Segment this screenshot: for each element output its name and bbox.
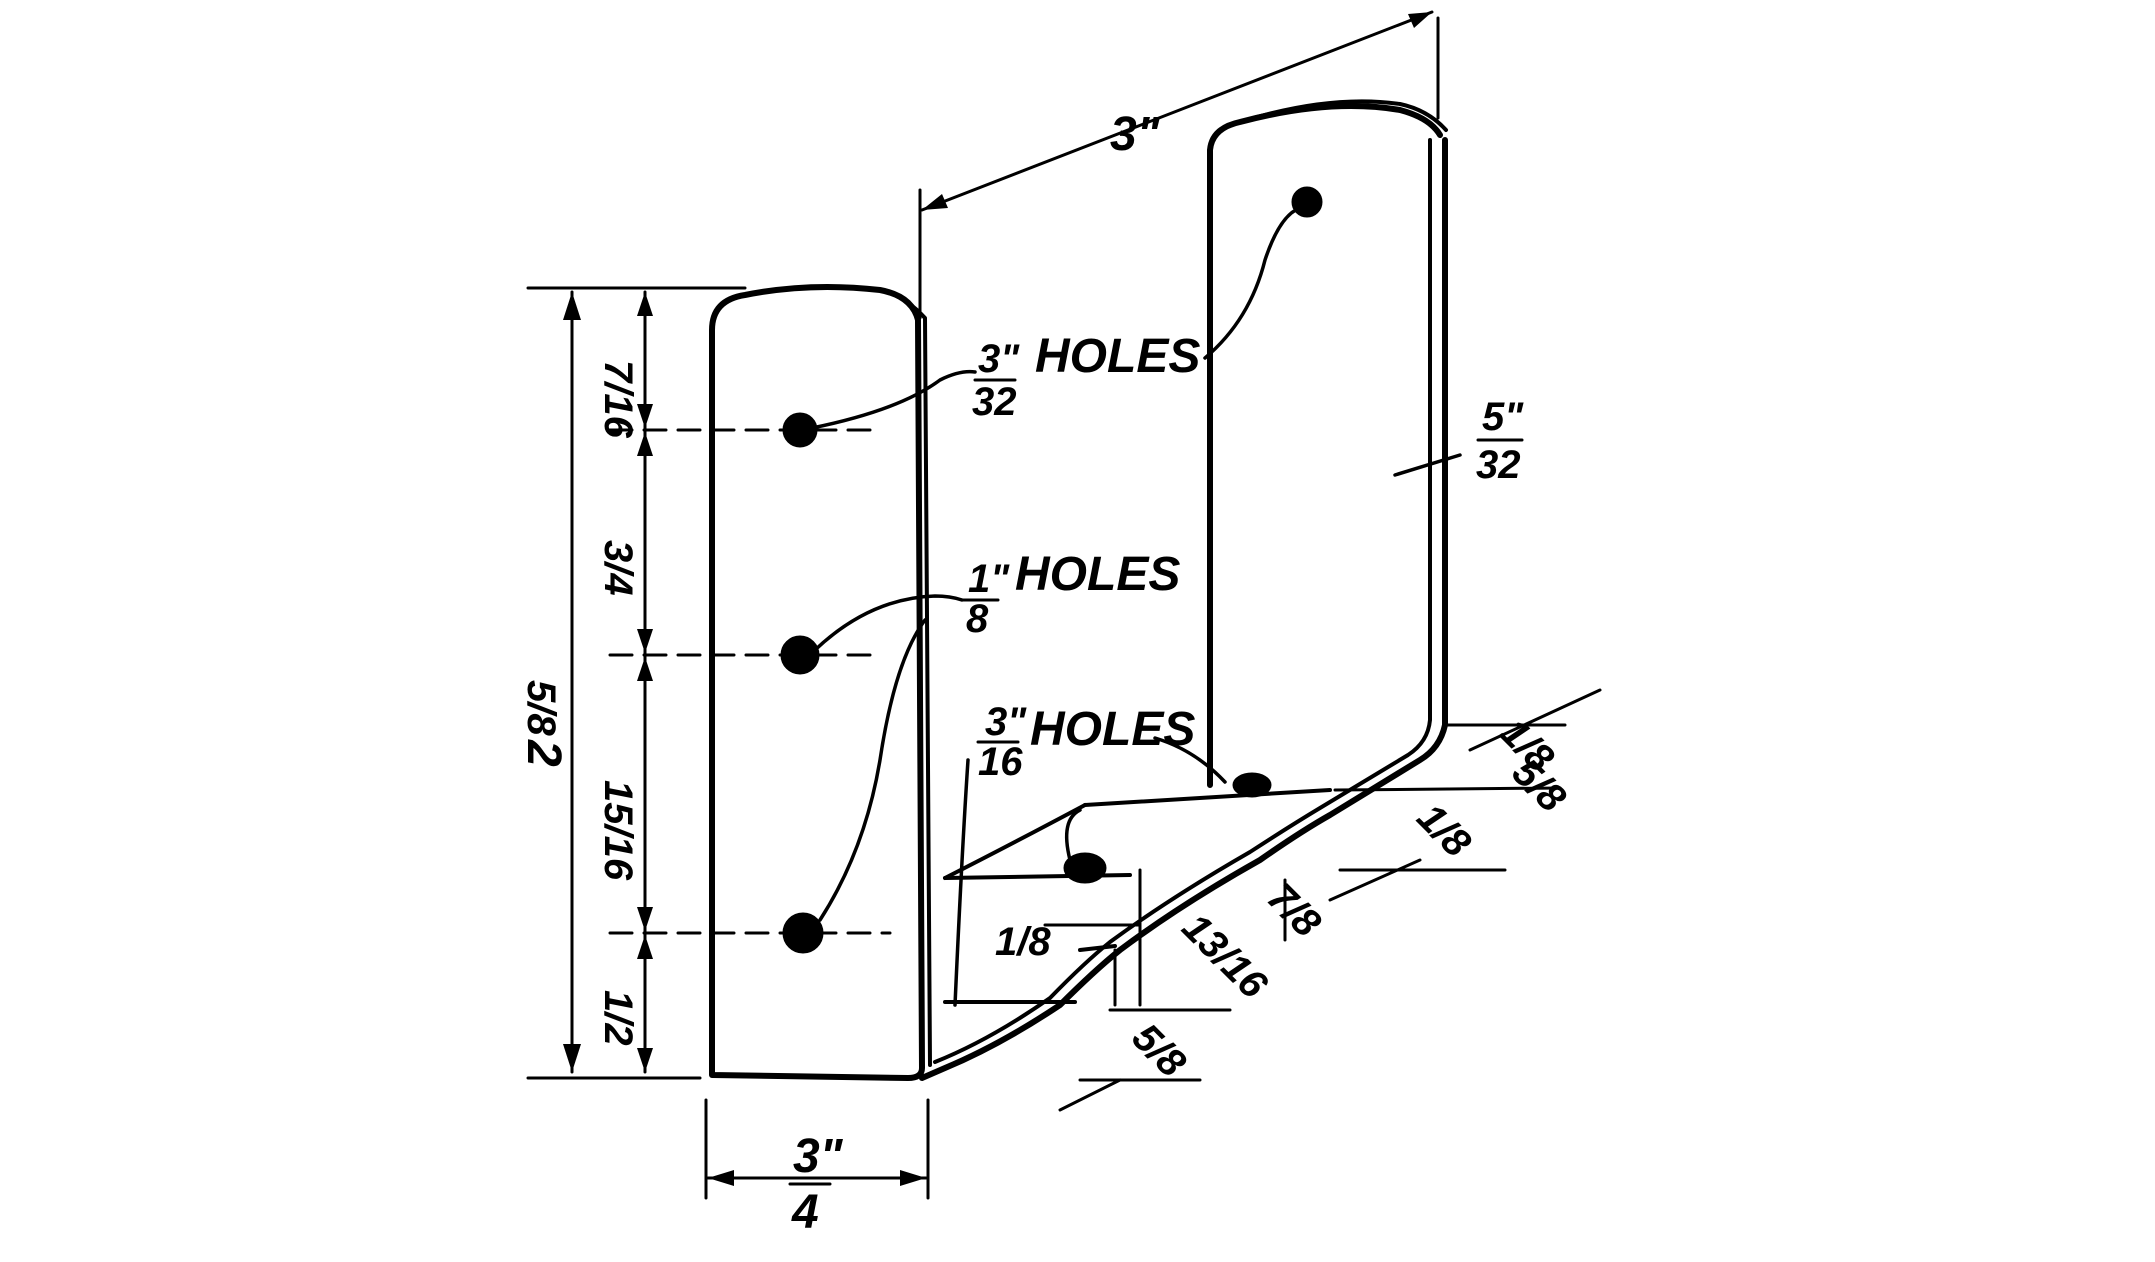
leader-top-holes-right — [1203, 206, 1302, 360]
arrow-chain-2 — [637, 404, 653, 428]
leader-base-holes-b — [1064, 808, 1082, 862]
arrow-overall-bottom — [563, 1044, 581, 1072]
label-right-thickness-den: 32 — [1476, 443, 1521, 487]
label-holes-base-num: 3" — [985, 700, 1027, 744]
hole-right-top — [1291, 186, 1323, 218]
arrow-chain-8 — [637, 1048, 653, 1072]
label-holes-mid-den: 8 — [966, 597, 989, 641]
label-top-spacing: 7/16 — [596, 360, 640, 439]
leader-right-thickness — [1393, 453, 1462, 477]
label-holes-top-num: 3" — [978, 337, 1020, 381]
base-step-rise — [1078, 944, 1117, 952]
arrow-chain-6 — [637, 907, 653, 931]
leader-mid-holes-b — [818, 618, 927, 922]
left-flange-thickness — [878, 288, 932, 1067]
arrow-chain-7 — [637, 935, 653, 959]
right-flange-top-thick — [1238, 99, 1448, 132]
hole-base-front — [1063, 852, 1107, 884]
label-base-depth: 5/8 — [1124, 1015, 1195, 1086]
dim-line-length — [920, 10, 1434, 212]
label-flange-width-den: 4 — [791, 1186, 819, 1239]
label-holes-top-text: HOLES — [1035, 330, 1200, 383]
label-overall-height-fraction: 5/8 — [519, 680, 563, 736]
label-holes-mid-text: HOLES — [1015, 548, 1180, 601]
left-flange-outline — [709, 283, 925, 1081]
label-overall-height-whole: 2 — [517, 739, 570, 767]
arrow-length-left — [922, 194, 948, 210]
arrow-length-right — [1408, 12, 1432, 28]
label-holes-mid-num: 1" — [968, 557, 1010, 601]
web-inner-edge — [933, 138, 1432, 1064]
label-base-offset-c: 7/8 — [1259, 875, 1330, 946]
leader-top-holes-left — [810, 369, 977, 430]
arrow-chain-3 — [637, 432, 653, 456]
label-upper-spacing: 3/4 — [596, 540, 640, 596]
label-holes-base-den: 16 — [978, 740, 1023, 784]
label-lower-spacing: 15/16 — [596, 780, 640, 881]
label-base-offset-b: 1/8 — [1409, 795, 1480, 866]
label-holes-base-text: HOLES — [1030, 703, 1195, 756]
arrow-chain-5 — [637, 657, 653, 681]
label-overall-length: 3" — [1110, 108, 1161, 161]
base-dim-diag-3 — [1058, 1078, 1122, 1112]
base-dim-diag-1 — [1468, 688, 1602, 752]
base-platform-back — [1083, 788, 1332, 807]
leader-base-holes-a — [953, 758, 970, 1007]
arrow-chain-1 — [637, 292, 653, 316]
arrow-chain-4 — [637, 629, 653, 653]
arrow-overall-top — [563, 292, 581, 320]
label-base-rise: 13/16 — [1174, 905, 1276, 1007]
label-base-step: 1/8 — [995, 920, 1051, 964]
leader-base-holes-c — [1153, 736, 1227, 784]
base-dim-line-2 — [1333, 786, 1562, 792]
base-dim-diag-2 — [1328, 858, 1422, 902]
right-flange-outline — [1207, 103, 1443, 788]
hole-base-rear — [1232, 772, 1272, 798]
label-right-thickness-num: 5" — [1482, 395, 1524, 439]
leader-mid-holes-a — [813, 594, 964, 652]
label-flange-width: 3" — [793, 1130, 844, 1183]
label-holes-top-den: 32 — [972, 380, 1017, 424]
arrow-width-left — [708, 1170, 734, 1186]
web-outer-edge — [919, 137, 1448, 1081]
arrow-width-right — [900, 1170, 926, 1186]
label-bottom-spacing: 1/2 — [596, 990, 640, 1046]
